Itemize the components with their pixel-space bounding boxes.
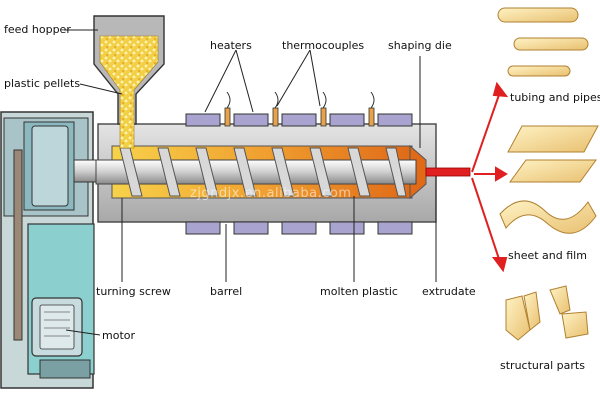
product-arrows [471, 81, 509, 273]
turning-screw [95, 147, 417, 197]
label-structural-parts: structural parts [500, 359, 585, 372]
label-heaters: heaters [210, 39, 252, 52]
thermocouples [224, 91, 375, 127]
extrudate-stream [425, 167, 471, 177]
motor-icon [31, 297, 83, 357]
label-molten-plastic: molten plastic [320, 285, 398, 298]
label-sheet-and-film: sheet and film [508, 249, 587, 262]
sheet-film-illustration [499, 125, 599, 234]
label-turning-screw: turning screw [96, 285, 171, 298]
structural-parts-illustration [505, 285, 589, 341]
label-plastic-pellets: plastic pellets [4, 77, 81, 90]
label-feed-hopper: feed hopper [4, 23, 71, 36]
feed-hopper [93, 15, 165, 149]
label-tubing-and-pipes: tubing and pipes [510, 91, 600, 104]
label-barrel: barrel [210, 285, 243, 298]
tubing-pipes-illustration [497, 7, 589, 77]
watermark-text: zjgndjx.en.alibaba.com [190, 186, 352, 201]
label-motor: motor [102, 329, 136, 342]
heaters [185, 113, 413, 235]
leader-lines [64, 29, 437, 336]
label-thermocouples: thermocouples [282, 39, 365, 52]
label-shaping-die: shaping die [388, 39, 452, 52]
label-extrudate: extrudate [422, 285, 476, 298]
